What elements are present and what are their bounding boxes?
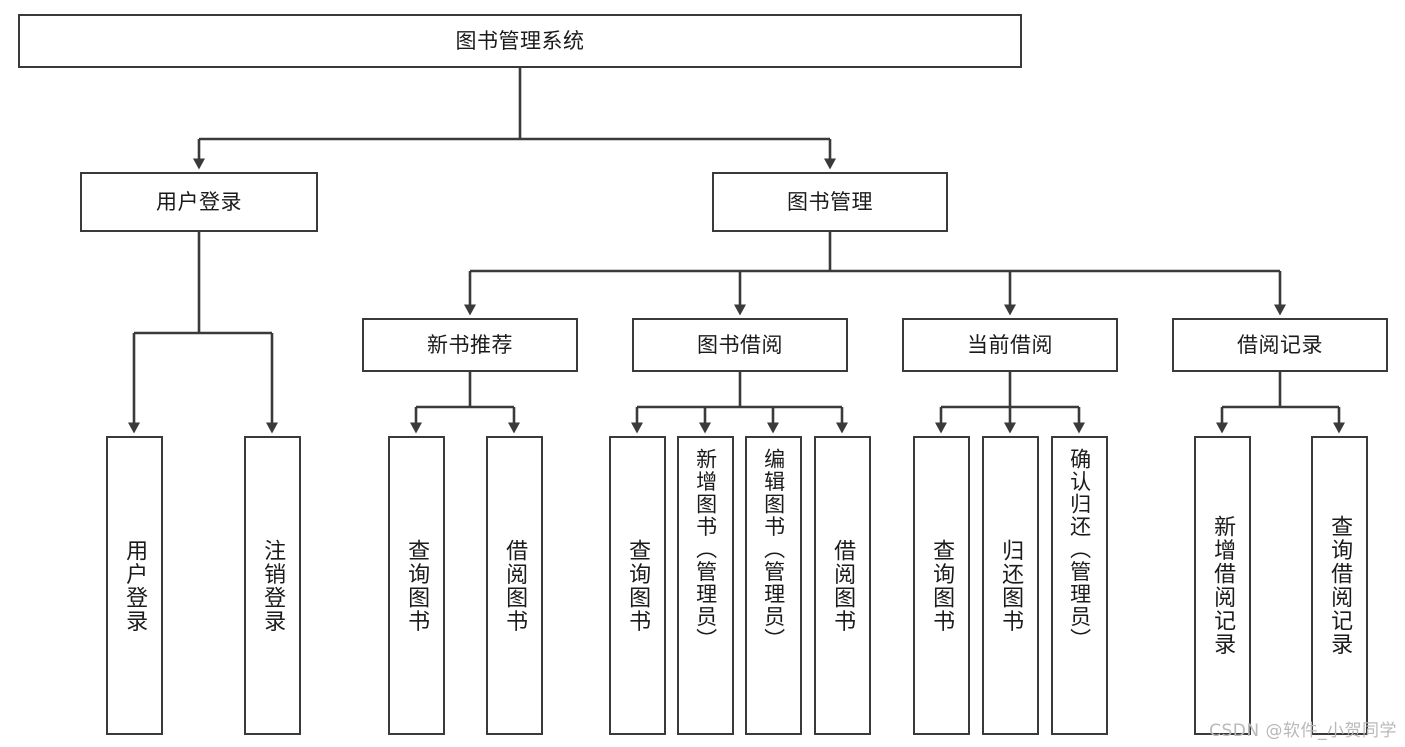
leaf-add-book-label: 新增图书（管理员） [693, 448, 718, 651]
leaf-logout-login-label: 注销登录 [260, 538, 286, 633]
leaf-query-book-1[interactable]: 查询图书 [388, 436, 445, 735]
node-new-book-recommend[interactable]: 新书推荐 [362, 318, 578, 372]
leaf-edit-book[interactable]: 编辑图书（管理员） [745, 436, 802, 735]
node-book-borrow-label: 图书借阅 [697, 332, 783, 357]
node-borrow-record[interactable]: 借阅记录 [1172, 318, 1388, 372]
node-root-label: 图书管理系统 [455, 28, 585, 53]
leaf-borrow-book-2-label: 借阅图书 [830, 538, 856, 633]
node-book-manage[interactable]: 图书管理 [712, 172, 948, 232]
leaf-query-book-2-label: 查询图书 [625, 538, 651, 633]
leaf-query-record-label: 查询借阅记录 [1327, 515, 1353, 656]
node-borrow-record-label: 借阅记录 [1237, 332, 1323, 357]
leaf-query-record[interactable]: 查询借阅记录 [1311, 436, 1368, 735]
node-user-login[interactable]: 用户登录 [80, 172, 318, 232]
node-root[interactable]: 图书管理系统 [18, 14, 1022, 68]
leaf-user-login[interactable]: 用户登录 [106, 436, 163, 735]
leaf-confirm-return[interactable]: 确认归还（管理员） [1051, 436, 1108, 735]
leaf-add-record[interactable]: 新增借阅记录 [1194, 436, 1251, 735]
leaf-query-book-2[interactable]: 查询图书 [609, 436, 666, 735]
leaf-query-book-1-label: 查询图书 [404, 538, 430, 633]
leaf-return-book-label: 归还图书 [998, 538, 1024, 633]
node-book-borrow[interactable]: 图书借阅 [632, 318, 848, 372]
leaf-query-book-3-label: 查询图书 [929, 538, 955, 633]
node-current-borrow[interactable]: 当前借阅 [902, 318, 1118, 372]
leaf-user-login-label: 用户登录 [122, 538, 148, 633]
node-user-login-label: 用户登录 [156, 189, 242, 214]
leaf-query-book-3[interactable]: 查询图书 [913, 436, 970, 735]
node-current-borrow-label: 当前借阅 [967, 332, 1053, 357]
leaf-edit-book-label: 编辑图书（管理员） [761, 448, 786, 651]
node-book-manage-label: 图书管理 [787, 189, 873, 214]
leaf-borrow-book-1-label: 借阅图书 [502, 538, 528, 633]
leaf-add-book[interactable]: 新增图书（管理员） [677, 436, 734, 735]
leaf-borrow-book-2[interactable]: 借阅图书 [814, 436, 871, 735]
leaf-logout-login[interactable]: 注销登录 [244, 436, 301, 735]
watermark: CSDN @软件_小贺同学 [1209, 721, 1397, 741]
leaf-borrow-book-1[interactable]: 借阅图书 [486, 436, 543, 735]
leaf-confirm-return-label: 确认归还（管理员） [1067, 448, 1092, 651]
leaf-add-record-label: 新增借阅记录 [1210, 515, 1236, 656]
leaf-return-book[interactable]: 归还图书 [982, 436, 1039, 735]
node-new-book-recommend-label: 新书推荐 [427, 332, 513, 357]
